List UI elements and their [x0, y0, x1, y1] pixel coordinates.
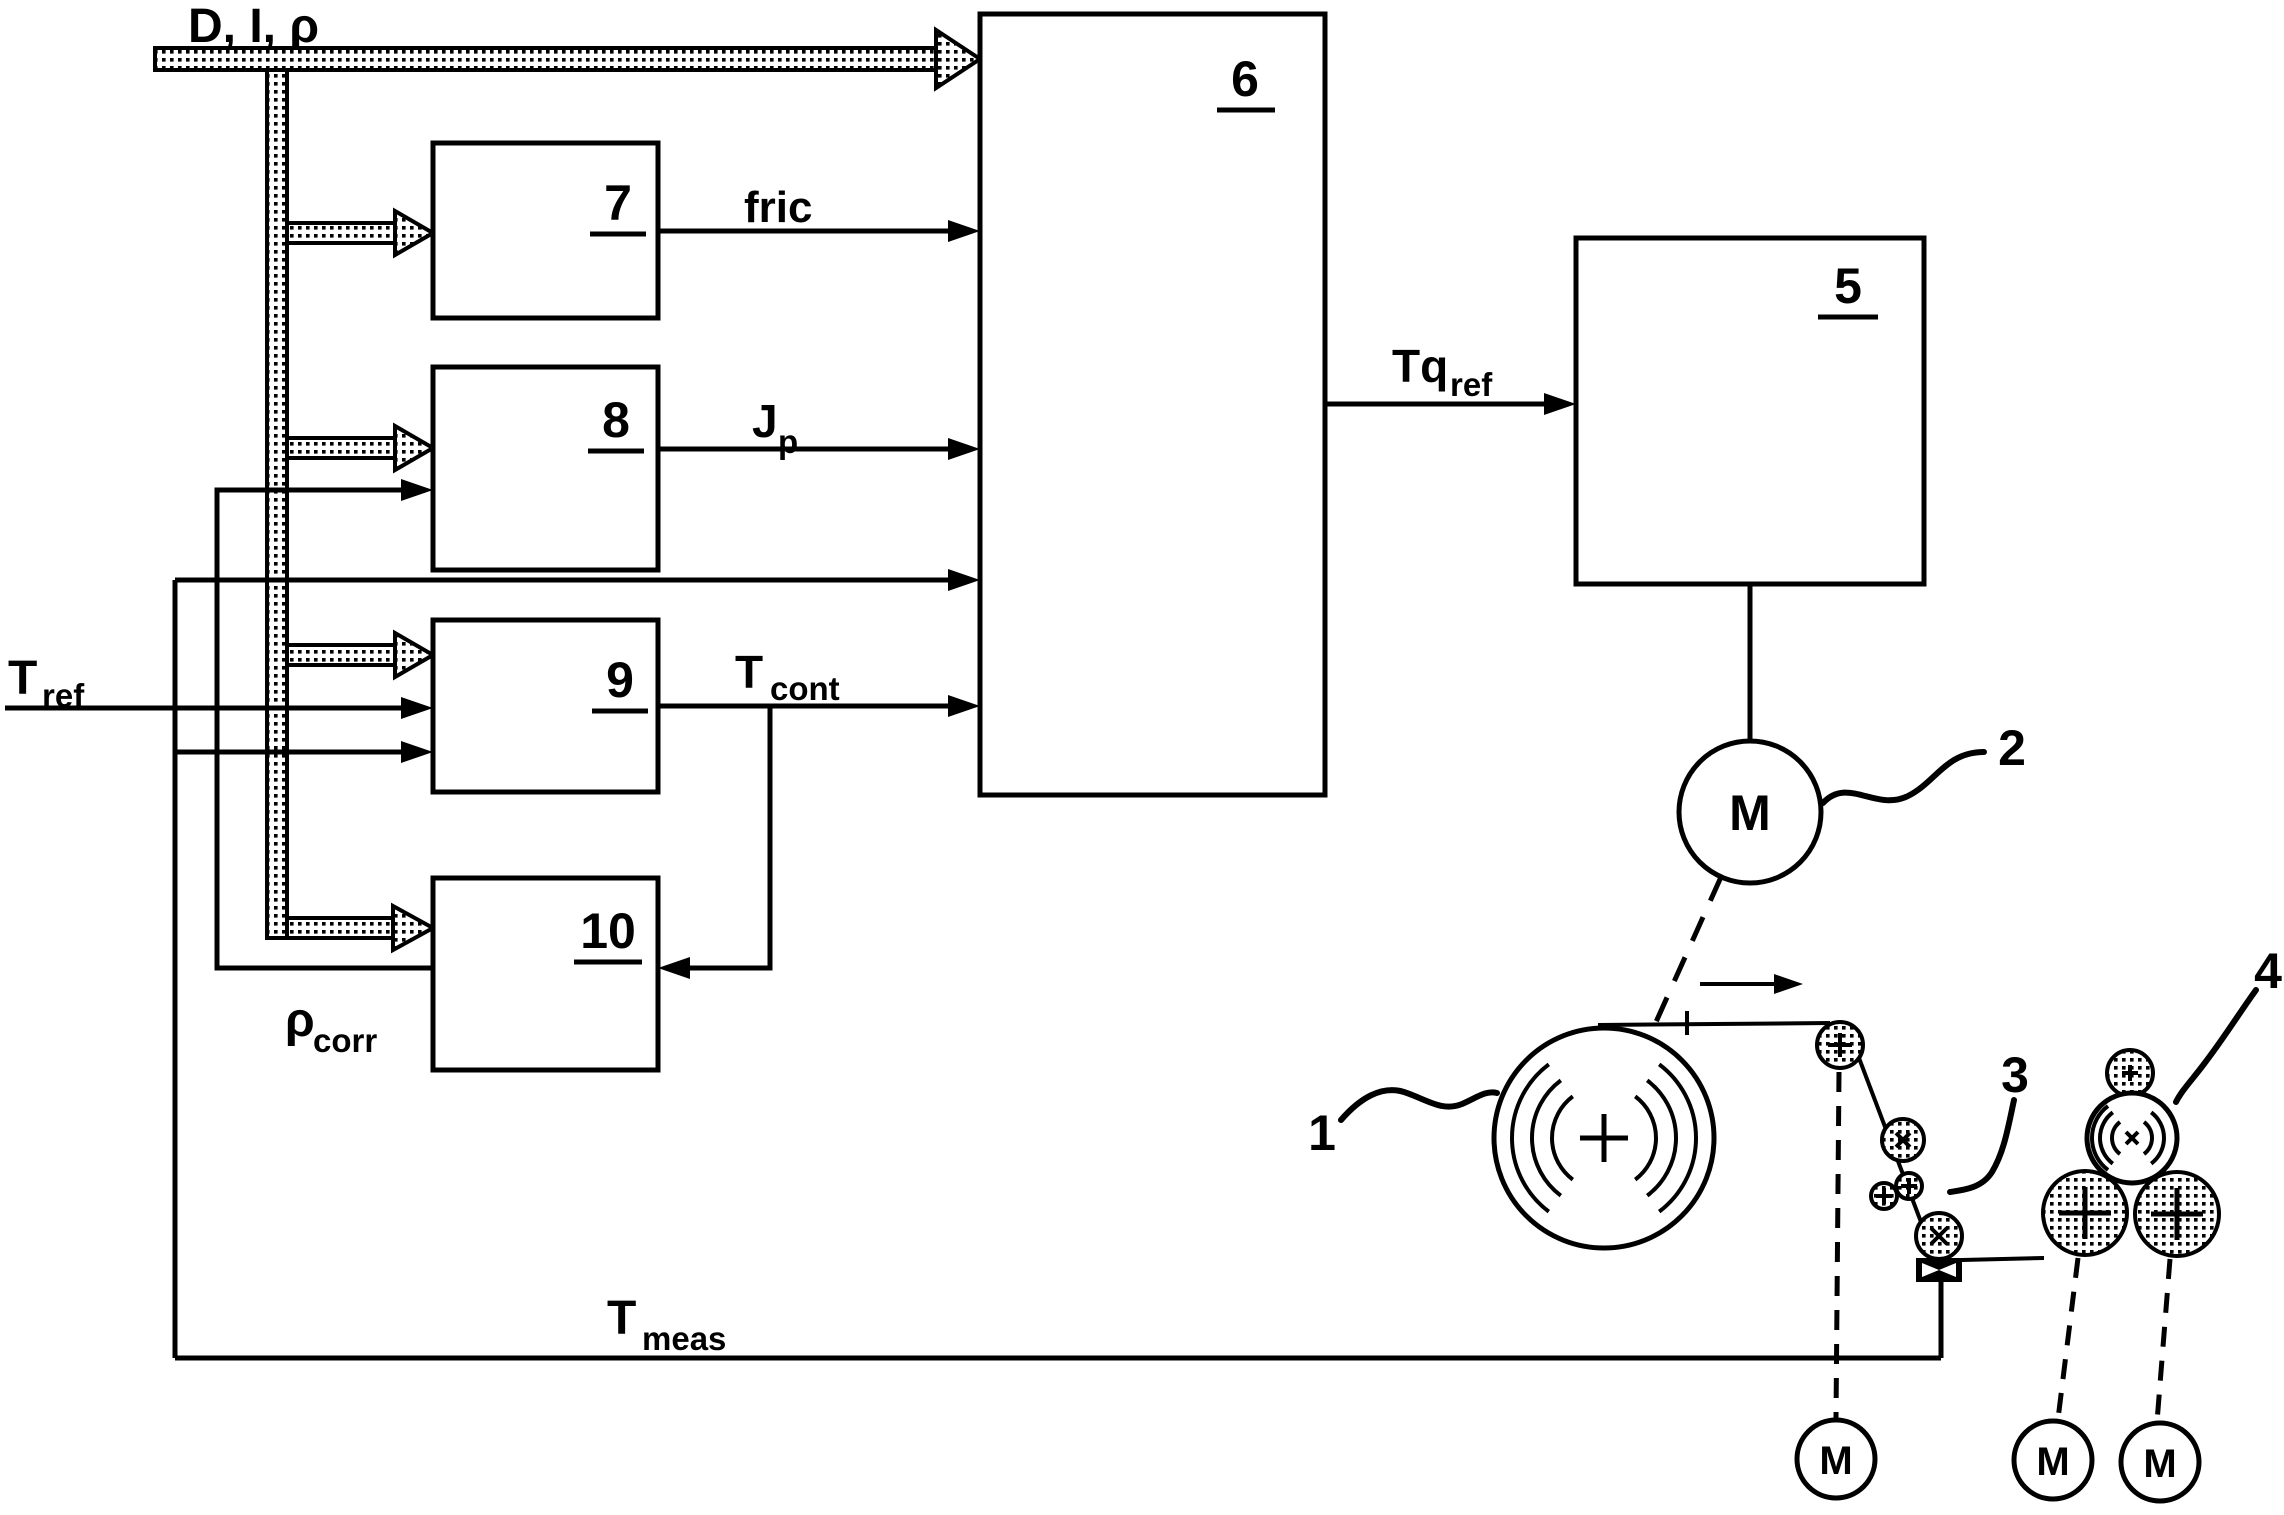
block-9: [430, 617, 661, 795]
motor-2-label: M: [1729, 785, 1771, 841]
label-tcont-sub: cont: [770, 670, 840, 707]
winder-top-roller-cross-icon: [2122, 1065, 2138, 1081]
label-tref-sub: ref: [42, 677, 85, 714]
label-tqref-base: Tq: [1392, 340, 1448, 392]
block-9-label: 9: [606, 652, 634, 708]
block-6: [977, 11, 1328, 798]
winder-right-motor-label: M: [2143, 1442, 2176, 1486]
signal-fric-arrowhead-icon: [948, 220, 980, 242]
parameter-bus: D, I, ρ: [153, 0, 984, 954]
web-to-winder-line: [1961, 1256, 2045, 1262]
block-5: [1573, 235, 1927, 587]
winder-left-motor-dashed-line: [2055, 1257, 2081, 1420]
bus-horizontal: [153, 46, 942, 72]
label-tref-base: T: [8, 652, 37, 705]
load-cell: [1916, 1258, 1962, 1282]
label-rho-corr-base: ρ: [285, 994, 315, 1047]
winder-right-motor-circle: [2118, 1420, 2202, 1504]
signal-tcont-arrowhead-icon: [948, 695, 980, 717]
winder-drum-wound-layers: [2090, 1104, 2166, 1172]
winder-drum-center-cross-icon: [2124, 1130, 2140, 1146]
guide-roller-motor-label: M: [1819, 1439, 1852, 1483]
ref-2-leader: [1820, 749, 1987, 806]
signal-tmeas-to-block9-arrowhead-icon: [401, 741, 433, 763]
label-jp-base: J: [752, 395, 778, 447]
winder-support-roller-left-cross-icon: [2059, 1187, 2111, 1239]
label-tqref-sub: ref: [1450, 366, 1493, 403]
guide-roller-motor-circle: [1794, 1417, 1878, 1501]
label-tcont-base: T: [735, 646, 763, 698]
ref-4-leader: [2173, 987, 2259, 1105]
block-8-label: 8: [602, 392, 630, 448]
winder-left-motor-circle: [2011, 1418, 2095, 1502]
reel-wound-layers: [1510, 1062, 1698, 1214]
block-10: [430, 875, 661, 1073]
label-fric: fric: [744, 183, 812, 232]
block-7: [430, 140, 661, 321]
bus-arrowhead-icon: [934, 26, 984, 92]
rho-corr-arrowhead-icon: [401, 479, 433, 501]
bus-branch-7-arrowhead-icon: [393, 207, 437, 259]
signal-tref-arrowhead-icon: [401, 697, 433, 719]
bus-branch-9: [275, 643, 399, 667]
label-tmeas-base: T: [607, 1292, 636, 1345]
rho-corr-feedback-line: [214, 487, 433, 971]
machine-section: M 2 1: [1308, 720, 2282, 1504]
bus-branch-10-arrowhead-icon: [391, 902, 438, 954]
guide-roller-cross-icon: [1828, 1033, 1852, 1057]
guide-roller-motor-dashed-line: [1833, 1071, 1842, 1419]
label-rho-corr-sub: corr: [313, 1022, 377, 1059]
nip-roller-right-cross-icon: [1901, 1178, 1917, 1194]
block-5-label: 5: [1834, 258, 1862, 314]
control-blocks: 7 8 9 10 6 5: [430, 11, 1927, 1073]
ref-2-label: 2: [1998, 720, 2026, 776]
signal-tcont-branch-arrowhead-icon: [658, 957, 690, 979]
web-direction-arrowhead-icon: [1774, 974, 1803, 994]
block-7-label: 7: [604, 175, 632, 231]
motor-2-circle: [1676, 738, 1824, 886]
winder-support-roller-right-cross-icon: [2151, 1188, 2203, 1240]
signal-tqref-arrowhead-icon: [1544, 393, 1576, 415]
bus-branch-7: [275, 221, 399, 245]
nip-roller-left-cross-icon: [1876, 1188, 1892, 1204]
bus-branch-8-arrowhead-icon: [393, 422, 437, 474]
ref-4-label: 4: [2254, 943, 2282, 999]
bus-branch-9-arrowhead-icon: [393, 629, 437, 681]
reel-center-cross-icon: [1580, 1114, 1628, 1162]
signal-tcont-branch-line: [690, 706, 773, 971]
signal-jp-arrowhead-icon: [948, 438, 980, 460]
label-jp-sub: p: [778, 423, 798, 460]
ref-3-label: 3: [2001, 1047, 2029, 1103]
ref-1-label: 1: [1308, 1105, 1336, 1161]
signal-tmeas-to-block6-arrowhead-icon: [948, 569, 980, 591]
idler-roller-cross-icon: [1894, 1131, 1912, 1149]
ref-3-leader: [1947, 1097, 2017, 1195]
bus-label: D, I, ρ: [188, 0, 319, 53]
block-8: [430, 364, 661, 573]
block-6-label: 6: [1231, 51, 1259, 107]
bus-branch-8: [275, 436, 399, 460]
label-tmeas-sub: meas: [642, 1320, 726, 1357]
winder-right-motor-dashed-line: [2154, 1258, 2173, 1423]
web-top-line: [1597, 1021, 1831, 1027]
bus-vertical: [265, 68, 289, 940]
pull-roller-cross-icon: [1929, 1226, 1949, 1246]
block-10-label: 10: [580, 903, 636, 959]
signal-lines: fric J p T cont T ref T meas ρ corr: [5, 183, 1944, 1361]
winder-left-motor-label: M: [2036, 1440, 2069, 1484]
ref-1-leader: [1338, 1087, 1500, 1123]
